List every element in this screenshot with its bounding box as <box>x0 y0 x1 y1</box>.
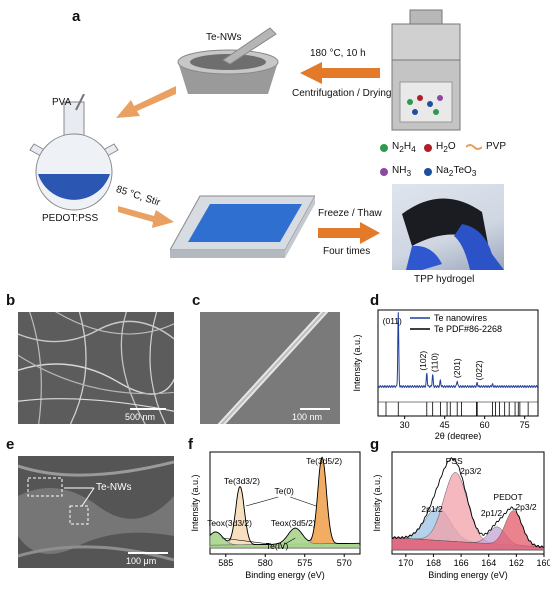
x-tick-label: 60 <box>480 420 490 430</box>
x-tick-label: 30 <box>400 420 410 430</box>
y-axis-label: Intensity (a.u.) <box>352 334 362 391</box>
x-tick-label: 170 <box>398 558 413 568</box>
peak-annotation: Te(Ⅳ) <box>266 541 289 551</box>
peak-annotation: 2p3/2 <box>515 502 537 512</box>
scale-label-e: 100 μm <box>126 556 157 566</box>
envelope-line <box>391 457 544 549</box>
legend-dot-nh3 <box>380 168 388 176</box>
panel-c-label: c <box>192 292 201 309</box>
scale-bar-e <box>128 552 168 554</box>
scale-label-c: 100 nm <box>292 412 323 422</box>
panel-a-label: a <box>72 8 81 25</box>
component-peak <box>391 510 545 551</box>
plot-frame <box>377 309 539 417</box>
x-axis-label: Binding energy (eV) <box>245 570 325 580</box>
panel-g-label: g <box>370 436 380 453</box>
autoclave-illustration <box>391 9 461 131</box>
peak-annotation: Teox(3d5/2) <box>271 518 316 528</box>
peak-label: (102) <box>418 351 428 371</box>
peak-annotation: 2p1/2 <box>421 504 443 514</box>
scale-label-b: 500 nm <box>125 412 156 422</box>
x-tick-label: 570 <box>337 558 352 568</box>
y-axis-label: Intensity (a.u.) <box>190 474 200 531</box>
scale-bar-b <box>130 408 166 410</box>
hydrogel-photo <box>392 184 504 270</box>
envelope-line <box>209 456 360 546</box>
scale-bar-c <box>300 408 330 410</box>
x-tick-label: 585 <box>218 558 233 568</box>
panel-b-label: b <box>6 292 16 309</box>
y-axis-label: Intensity (a.u.) <box>372 474 382 531</box>
legend-na2teo3: Na2TeO3 <box>436 165 477 178</box>
x-tick-label: 575 <box>297 558 312 568</box>
peak-label: (201) <box>452 358 462 378</box>
legend-nh3: NH3 <box>392 165 412 178</box>
legend-label-te-nanowires: Te nanowires <box>434 313 488 323</box>
plot-frame <box>391 451 545 555</box>
x-axis-label: Binding energy (eV) <box>428 570 508 580</box>
tpp-hydrogel-label: TPP hydrogel <box>414 274 475 285</box>
pedot-pss-label: PEDOT:PSS <box>42 213 99 224</box>
panel-e-label: e <box>6 436 15 453</box>
legend-dot-na2teo3 <box>424 168 432 176</box>
sem-image-b: 500 nm <box>18 312 174 424</box>
film-substrate-illustration <box>170 195 315 258</box>
arrow-freeze-thaw <box>318 222 380 244</box>
x-tick-label: 164 <box>481 558 496 568</box>
sem-image-e: Te-NWs 100 μm <box>18 456 174 568</box>
flask-illustration <box>29 94 119 211</box>
legend-label-pdf: Te PDF#86-2268 <box>434 324 502 334</box>
peak-label: (011) <box>383 316 402 326</box>
arrow-flask-to-film <box>118 206 174 228</box>
arrow-autoclave-to-mortar <box>300 62 380 84</box>
xrd-pattern-line <box>377 312 539 389</box>
te-nws-label: Te-NWs <box>206 32 242 43</box>
peak-annotation: Te(0) <box>275 486 295 496</box>
condition-label: 180 °C, 10 h <box>310 48 366 59</box>
te-nws-annotation: Te-NWs <box>96 482 132 493</box>
peak-annotation: Te(3d5/2) <box>306 456 342 466</box>
x-tick-label: 580 <box>258 558 273 568</box>
panel-d-label: d <box>370 292 380 309</box>
peak-annotation: PEDOT <box>493 492 522 502</box>
arrow-mortar-to-flask <box>116 86 176 118</box>
pva-label: PVA <box>52 97 72 108</box>
x-tick-label: 75 <box>520 420 530 430</box>
peak-annotation: 2p1/2 <box>481 508 503 518</box>
peak-annotation: Te(3d3/2) <box>224 476 260 486</box>
legend-pvp: PVP <box>486 141 507 152</box>
legend-dot-h2o <box>424 144 432 152</box>
x-tick-label: 162 <box>509 558 524 568</box>
legend-pvp-icon <box>466 144 482 150</box>
xrd-chart: 30 45 60 75 2θ (degree) Intensity (a.u.) Te na… <box>352 309 539 440</box>
four-times-label: Four times <box>323 246 371 257</box>
plot-frame <box>209 451 361 555</box>
x-tick-label: 45 <box>440 420 450 430</box>
freeze-thaw-label: Freeze / Thaw <box>318 208 382 219</box>
x-tick-label: 168 <box>426 558 441 568</box>
mortar-illustration <box>177 27 279 94</box>
process-label: Centrifugation / Drying <box>292 88 392 99</box>
legend-h2o: H2O <box>436 141 456 154</box>
peak-label: (110) <box>430 353 440 372</box>
x-tick-label: 166 <box>454 558 469 568</box>
peak-label: (022) <box>474 360 484 380</box>
peak-annotation: Teox(3d3/2) <box>207 518 252 528</box>
annotation-pointer <box>245 496 279 507</box>
annotation-pointer <box>284 537 296 545</box>
peak-annotation: PSS <box>446 456 463 466</box>
sem-image-c: 100 nm <box>200 312 340 424</box>
x-axis-label: 2θ (degree) <box>435 431 482 440</box>
legend-n2h4: N2H4 <box>392 141 416 154</box>
peak-annotation: 2p3/2 <box>460 466 482 476</box>
annotation-pointer <box>221 537 270 545</box>
legend-dot-n2h4 <box>380 144 388 152</box>
annotation-pointer <box>290 496 317 507</box>
panel-f-label: f <box>188 436 193 453</box>
x-tick-label: 160 <box>536 558 550 568</box>
